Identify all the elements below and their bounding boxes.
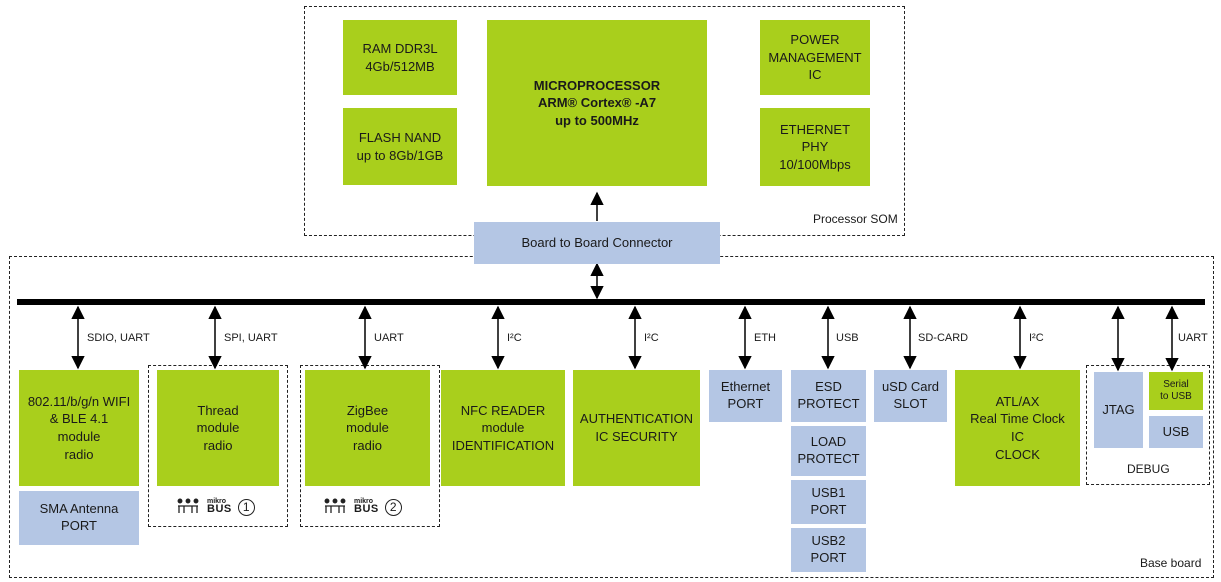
label-eth: ETH (754, 332, 776, 344)
usb1-port: USB1 PORT (791, 480, 866, 524)
mikrobus-2-logo: mikro BUS 2 (322, 498, 402, 516)
slot-number-1: 1 (237, 498, 255, 516)
bus-text: BUS (207, 503, 232, 516)
sma-antenna-port: SMA Antenna PORT (19, 491, 139, 545)
label-rtc-i2c: I²C (1029, 332, 1044, 344)
thread-module-block: Thread module radio (157, 370, 279, 486)
label-sd-card: SD-CARD (918, 332, 969, 344)
flash-block: FLASH NAND up to 8Gb/1GB (343, 108, 457, 185)
cpu-block: MICROPROCESSOR ARM® Cortex® -A7 up to 50… (487, 20, 707, 186)
bus-text: BUS (354, 503, 379, 516)
ram-block: RAM DDR3L 4Gb/512MB (343, 20, 457, 95)
cpu-freq: up to 500MHz (555, 112, 639, 128)
mikrobus-icon (324, 498, 346, 513)
ethernet-port: Ethernet PORT (709, 370, 782, 422)
label-debug-uart: UART (1178, 332, 1208, 344)
mikrobus-1-logo: mikro BUS 1 (175, 498, 255, 516)
power-management-block: POWER MANAGEMENT IC (760, 20, 870, 95)
som-label: Processor SOM (813, 212, 898, 226)
cpu-title: MICROPROCESSOR (533, 77, 661, 93)
rtc-clock-block: ATL/AX Real Time Clock IC CLOCK (955, 370, 1080, 486)
jtag-block: JTAG (1094, 372, 1143, 448)
slot-number-2: 2 (384, 498, 402, 516)
base-board-label: Base board (1140, 556, 1202, 570)
zigbee-module-block: ZigBee module radio (305, 370, 430, 486)
cpu-core: ARM® Cortex® -A7 (537, 95, 657, 111)
usb2-port: USB2 PORT (791, 528, 866, 572)
authentication-block: AUTHENTICATION IC SECURITY (573, 370, 700, 486)
debug-label: DEBUG (1127, 462, 1170, 476)
system-bus (17, 299, 1205, 305)
usd-card-slot: uSD Card SLOT (874, 370, 947, 422)
label-zigbee-uart: UART (374, 332, 404, 344)
board-connector: Board to Board Connector (474, 222, 720, 264)
debug-frame (1086, 365, 1210, 485)
label-usb: USB (836, 332, 859, 344)
label-nfc-i2c: I²C (507, 332, 522, 344)
mikro-text: mikro (207, 497, 227, 505)
debug-usb-block: USB (1149, 416, 1203, 448)
wifi-module-block: 802.11/b/g/n WIFI & BLE 4.1 module radio (19, 370, 139, 486)
nfc-reader-block: NFC READER module IDENTIFICATION (441, 370, 565, 486)
label-auth-i2c: I²C (644, 332, 659, 344)
mikro-text: mikro (354, 497, 374, 505)
ethernet-phy-block: ETHERNET PHY 10/100Mbps (760, 108, 870, 186)
label-sdio-uart: SDIO, UART (87, 332, 150, 344)
label-spi-uart: SPI, UART (224, 332, 278, 344)
mikrobus-icon (177, 498, 199, 513)
esd-protect-block: ESD PROTECT (791, 370, 866, 422)
load-protect-block: LOAD PROTECT (791, 426, 866, 476)
serial-to-usb-block: Serial to USB (1149, 372, 1203, 410)
